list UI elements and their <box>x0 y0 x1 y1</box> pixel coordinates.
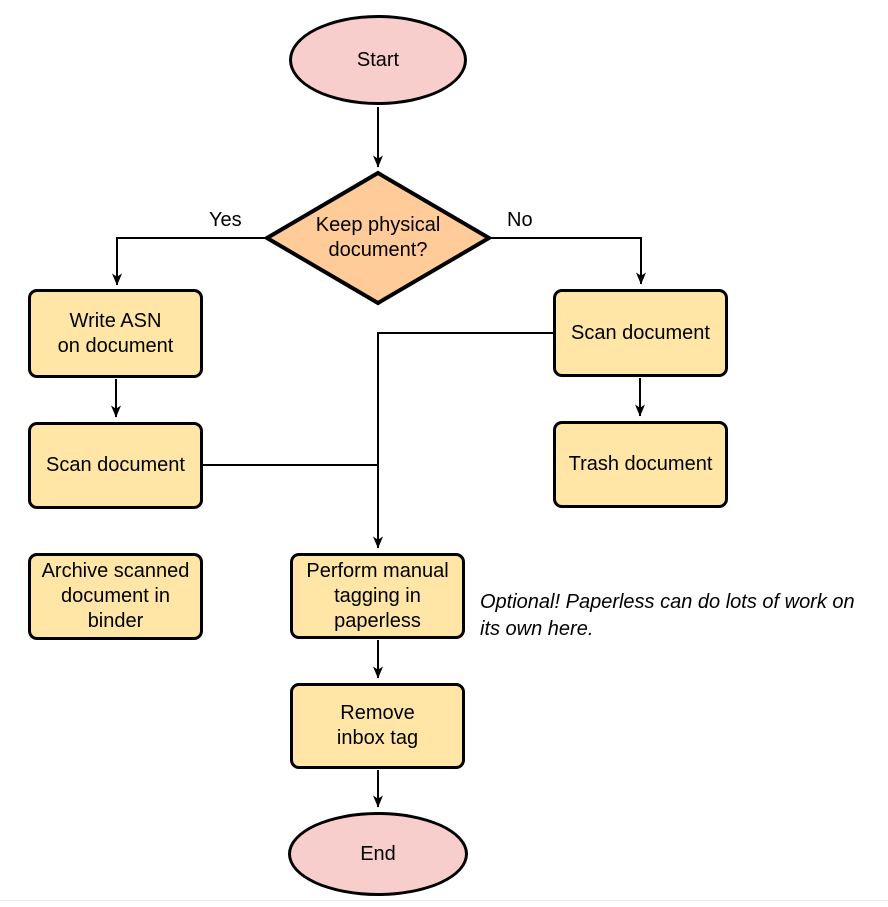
node-decision-label: Keep physical document? <box>315 214 441 261</box>
edge-decision-yes-to-write-asn <box>112 237 266 286</box>
bottom-divider <box>0 900 888 901</box>
edge-decision-no-to-scan-right <box>490 237 646 285</box>
node-end: End <box>288 812 468 896</box>
node-scan-document-right: Scan document <box>553 289 728 377</box>
node-scan-document-left: Scan document <box>28 422 203 509</box>
edge-scan-right-to-tagging <box>373 332 553 549</box>
node-remove-inbox-tag: Remove inbox tag <box>290 683 465 769</box>
node-trash-document: Trash document <box>553 421 728 508</box>
edge-label-yes: Yes <box>209 209 242 231</box>
node-perform-manual-tagging: Perform manual tagging in paperless <box>290 553 465 639</box>
node-archive-scanned-document: Archive scanned document in binder <box>28 553 203 640</box>
node-start: Start <box>289 15 467 105</box>
edge-label-no: No <box>507 209 533 231</box>
annotation-optional-note: Optional! Paperless can do lots of work … <box>480 591 855 640</box>
node-write-asn-on-document: Write ASN on document <box>28 289 203 378</box>
